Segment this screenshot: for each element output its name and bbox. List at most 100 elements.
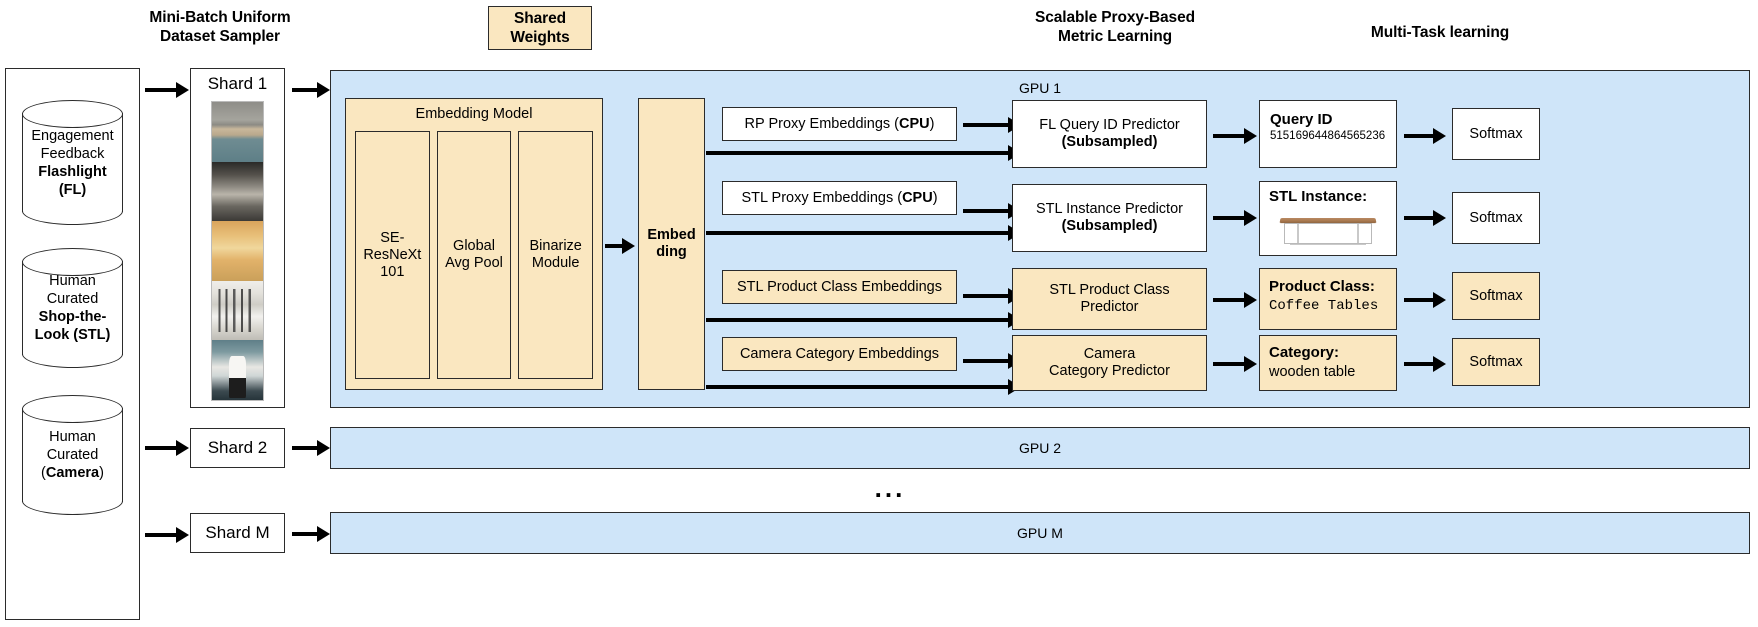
dataset-bold1: Camera xyxy=(45,465,100,481)
dataset-cylinder-stl: Human Curated Shop-the- Look (STL) xyxy=(22,248,123,368)
shard-thumbnail-5 xyxy=(212,340,263,400)
predictor-line2: (Subsampled) xyxy=(1061,218,1158,234)
embedding-line2: ding xyxy=(656,244,687,260)
dataset-label-stl: Human Curated Shop-the- Look (STL) xyxy=(22,248,123,368)
block-line2: Avg Pool xyxy=(445,255,503,271)
embedding-model-blocks: SE- ResNeXt 101 Global Avg Pool Binarize… xyxy=(355,131,594,379)
dataset-label-camera: Human Curated (Camera) xyxy=(22,395,123,515)
arrow-head xyxy=(1244,128,1257,144)
arrow-shaft xyxy=(963,293,1008,299)
output-value: Coffee Tables xyxy=(1269,298,1379,314)
output-title: STL Instance: xyxy=(1269,188,1368,205)
shard-thumbnail-4 xyxy=(212,280,263,341)
block-line2: Module xyxy=(531,255,580,271)
cylinder-body xyxy=(22,261,123,355)
arrow-head xyxy=(317,440,330,456)
arrow-shardm-to-gpum xyxy=(292,526,330,542)
proxy-label-tail: ) xyxy=(932,189,938,206)
arrow-shaft xyxy=(963,208,1008,214)
softmax-label: Softmax xyxy=(1469,353,1523,370)
softmax-box-4: Softmax xyxy=(1452,338,1540,386)
shard-1-image-strip xyxy=(211,101,264,401)
arrow-head xyxy=(176,440,189,456)
shard-m-box: Shard M xyxy=(190,513,285,553)
dataset-bold-wrapped: (Camera) xyxy=(41,464,104,482)
arrow-shaft xyxy=(706,384,1008,390)
arrow-shaft xyxy=(963,122,1008,128)
arrow-sampler-to-shard2 xyxy=(145,440,189,456)
arrow-head xyxy=(622,238,635,254)
cylinder-body xyxy=(22,113,123,212)
output-value: wooden table xyxy=(1269,364,1356,380)
predictor-line2: Predictor xyxy=(1080,299,1139,315)
shard-thumbnail-3 xyxy=(212,221,263,281)
product-class-output-box: Product Class: Coffee Tables xyxy=(1259,268,1397,330)
block-line1: SE- xyxy=(380,229,405,246)
block-line1: Binarize xyxy=(529,238,582,254)
predictor-line2: Category Predictor xyxy=(1049,363,1170,379)
arrow-category-to-softmax xyxy=(1404,356,1446,372)
dataset-label-flashlight: Engagement Feedback Flashlight (FL) xyxy=(22,100,123,225)
header-sampler-line2: Dataset Sampler xyxy=(160,28,280,45)
stl-product-class-predictor-box: STL Product Class Predictor xyxy=(1012,268,1207,330)
dataset-line1: Human xyxy=(49,429,96,445)
arrow-shard2-to-gpu2 xyxy=(292,440,330,456)
softmax-label: Softmax xyxy=(1469,125,1523,142)
arrow-shaft xyxy=(1213,215,1244,221)
embedding-line1: Embed xyxy=(647,227,696,243)
arrow-queryid-to-softmax xyxy=(1404,128,1446,144)
arrow-sampler-to-shardm xyxy=(145,527,189,543)
header-metric-line2: Metric Learning xyxy=(1058,28,1172,45)
arrow-head xyxy=(1244,210,1257,226)
block-line1: Global xyxy=(453,238,495,254)
arrow-sampler-to-shard1 xyxy=(145,82,189,98)
block-binarize-module: Binarize Module xyxy=(518,131,594,379)
softmax-label: Softmax xyxy=(1469,287,1523,304)
header-sampler-line1: Mini-Batch Uniform xyxy=(149,9,291,26)
table-base xyxy=(1289,243,1367,245)
arrow-fl-predictor-to-queryid xyxy=(1213,128,1257,144)
dataset-bold2: (FL) xyxy=(58,181,87,198)
arrow-shaft xyxy=(1404,133,1433,139)
arrow-instance-to-softmax xyxy=(1404,210,1446,226)
arrow-embedding-to-cam-predictor xyxy=(706,379,1021,395)
arrow-shaft xyxy=(1213,361,1244,367)
predictor-line2: (Subsampled) xyxy=(1061,134,1158,150)
arrow-shaft xyxy=(145,532,176,538)
header-sampler: Mini-Batch Uniform Dataset Sampler xyxy=(60,4,380,50)
arrow-model-to-embedding xyxy=(605,238,635,254)
arrow-head xyxy=(1244,356,1257,372)
block-line2: ResNeXt xyxy=(363,246,422,263)
block-line3: 101 xyxy=(380,263,405,280)
coffee-table-image xyxy=(1272,208,1384,251)
arrow-shaft xyxy=(1213,133,1244,139)
thumbnail-figure xyxy=(229,355,246,398)
arrow-shard1-to-gpu1 xyxy=(292,82,330,98)
gpu-1-label: GPU 1 xyxy=(1018,80,1061,96)
arrow-shaft xyxy=(1404,215,1433,221)
dataset-bold2: Look (STL) xyxy=(34,327,111,343)
proxy-label: STL Product Class Embeddings xyxy=(737,278,942,295)
arrow-head xyxy=(1244,292,1257,308)
output-title: Query ID xyxy=(1270,111,1333,128)
query-id-output-box: Query ID 515169644864565236 xyxy=(1259,100,1397,168)
block-global-avg-pool: Global Avg Pool xyxy=(436,131,512,379)
category-output-box: Category: wooden table xyxy=(1259,335,1397,391)
paren-close: ) xyxy=(99,465,104,481)
predictor-line1: FL Query ID Predictor xyxy=(1039,117,1180,133)
arrow-pc-predictor-to-output xyxy=(1213,292,1257,308)
shared-weights-line2: Weights xyxy=(510,29,570,46)
stl-instance-output-box: STL Instance: xyxy=(1259,181,1397,256)
dataset-line2: Feedback xyxy=(40,145,105,162)
shard-thumbnail-1 xyxy=(212,102,263,162)
camera-category-embeddings-box: Camera Category Embeddings xyxy=(722,337,957,371)
arrow-shaft xyxy=(1404,361,1433,367)
output-value: 515169644864565236 xyxy=(1270,130,1386,142)
proxy-label-tail: ) xyxy=(929,115,935,132)
shard-2-box: Shard 2 xyxy=(190,428,285,468)
dataset-line1: Engagement xyxy=(31,127,114,144)
block-se-resnext: SE- ResNeXt 101 xyxy=(355,131,430,379)
gpu-m-panel: GPU M xyxy=(330,512,1750,554)
thumbnail-figure xyxy=(216,289,259,333)
